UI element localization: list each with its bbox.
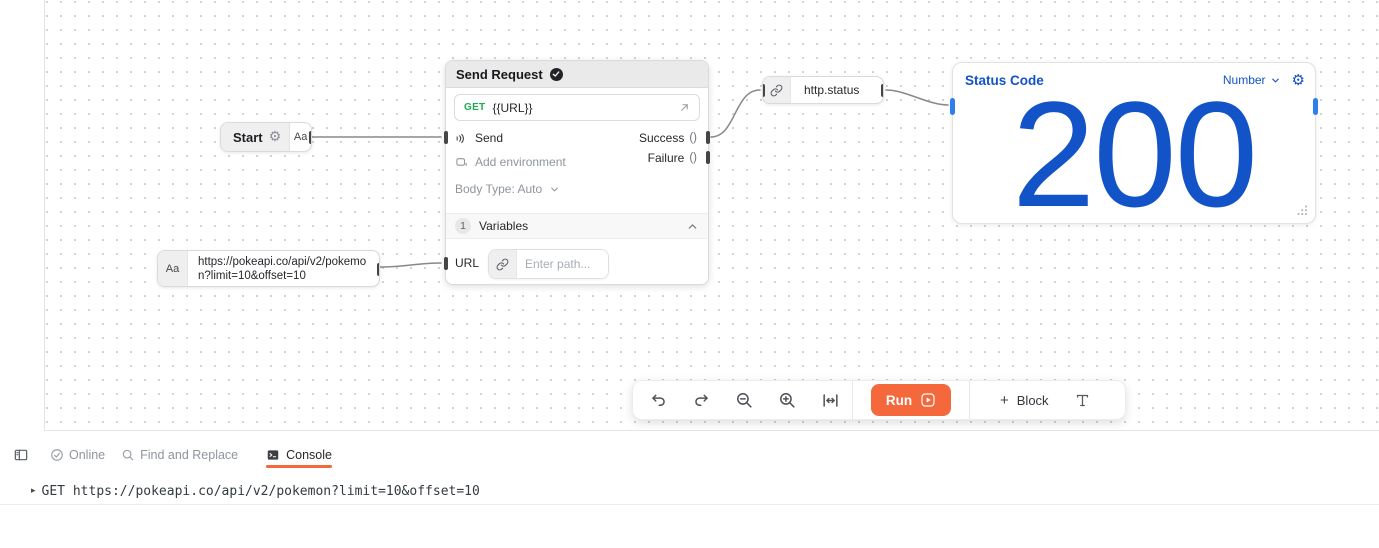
url-template-value[interactable]: {{URL}} <box>492 100 533 115</box>
success-label: Success <box>638 131 685 145</box>
send-request-title: Send Request <box>456 66 543 82</box>
http-status-output-port[interactable] <box>881 84 883 97</box>
gear-icon[interactable]: ⚙︎ <box>268 129 282 145</box>
add-environment-button[interactable]: Add environment <box>455 155 566 169</box>
search-icon <box>122 449 134 460</box>
online-label: Online <box>69 447 106 462</box>
body-type-dropdown[interactable]: Body Type: Auto <box>455 182 560 196</box>
send-request-header[interactable]: Send Request <box>446 61 708 88</box>
failure-label: Failure <box>647 151 685 165</box>
start-node-header: Start ⚙︎ <box>221 123 291 151</box>
failure-type: () <box>689 152 697 164</box>
text-tool-icon <box>1076 394 1089 406</box>
zoom-in-icon <box>780 392 795 408</box>
find-and-replace-label: Find and Replace <box>140 447 239 462</box>
body-type-label: Body Type: Auto <box>455 182 543 196</box>
zoom-in-button[interactable] <box>766 381 809 419</box>
console-tab-label: Console <box>286 447 332 462</box>
url-field-label: URL <box>455 256 480 270</box>
variables-count-badge: 1 <box>455 218 471 234</box>
start-node[interactable]: Start ⚙︎ Aa <box>220 122 312 152</box>
plus-icon: + <box>1000 391 1009 409</box>
run-button[interactable]: Run <box>871 384 951 416</box>
status-code-title: Status Code <box>965 72 1044 88</box>
canvas-toolbar: Run + Block <box>632 380 1126 420</box>
status-code-input-port[interactable] <box>950 98 955 115</box>
play-icon <box>921 393 935 407</box>
number-type-dropdown[interactable]: Number <box>1223 73 1281 87</box>
number-type-label: Number <box>1222 73 1266 87</box>
redo-button[interactable] <box>680 381 723 419</box>
failure-output-row[interactable]: Failure () <box>648 151 697 165</box>
status-code-node[interactable]: Status Code Number ⚙︎ 200 <box>950 62 1318 238</box>
url-variable-node[interactable]: Aa https://pokeapi.co/api/v2/pokemon?lim… <box>157 250 380 287</box>
fit-width-icon <box>823 393 838 407</box>
url-variable-row: URL <box>446 239 708 284</box>
variables-label: Variables <box>479 219 529 233</box>
run-button-label: Run <box>885 392 913 408</box>
add-block-button[interactable]: + Block <box>1000 392 1049 409</box>
http-status-node[interactable]: http.status <box>762 76 884 104</box>
success-output-row[interactable]: Success () <box>639 131 697 145</box>
url-node-type-badge: Aa <box>158 251 188 286</box>
expand-entry-icon[interactable]: ▸ <box>31 486 36 496</box>
http-status-label: http.status <box>804 83 860 97</box>
find-and-replace-button[interactable]: Find and Replace <box>121 448 238 462</box>
environment-icon <box>456 157 467 166</box>
console-icon <box>267 449 279 460</box>
console-log-entry[interactable]: ▸ GET https://pokeapi.co/api/v2/pokemon?… <box>0 478 1379 505</box>
send-request-node[interactable]: Send Request GET {{URL}} Send Success ()… <box>444 60 710 285</box>
start-output-port[interactable] <box>309 131 311 144</box>
sidebar-panel-icon <box>14 449 28 460</box>
success-type: () <box>689 132 697 144</box>
chevron-down-icon <box>551 187 558 191</box>
link-icon[interactable] <box>489 250 517 278</box>
undo-icon <box>652 394 665 406</box>
url-input-port[interactable] <box>444 257 448 270</box>
send-input-row[interactable]: Send <box>455 131 503 145</box>
link-icon <box>763 77 791 103</box>
start-node-label: Start <box>233 129 263 145</box>
request-url-field[interactable]: GET {{URL}} <box>454 94 700 121</box>
send-icon <box>456 133 464 143</box>
text-tool-button[interactable] <box>1063 381 1103 419</box>
send-input-port[interactable] <box>444 131 448 144</box>
send-label: Send <box>475 131 504 145</box>
http-method-label: GET <box>464 102 486 113</box>
failure-output-port[interactable] <box>706 151 710 164</box>
online-status[interactable]: Online <box>50 448 105 462</box>
undo-button[interactable] <box>637 381 680 419</box>
url-path-input-group[interactable] <box>488 249 609 279</box>
zoom-out-icon <box>737 392 752 408</box>
toggle-sidebar-button[interactable] <box>8 447 34 463</box>
chevron-down-icon <box>1271 78 1279 82</box>
zoom-out-button[interactable] <box>723 381 766 419</box>
variables-section-header[interactable]: 1 Variables <box>446 213 708 239</box>
gear-icon[interactable]: ⚙︎ <box>1291 70 1305 89</box>
toolbar-divider <box>969 381 970 419</box>
start-node-type-badge: Aa <box>293 131 308 143</box>
toolbar-divider <box>852 381 853 419</box>
redo-icon <box>695 394 708 406</box>
status-code-value: 200 <box>1011 70 1258 238</box>
http-status-input-port[interactable] <box>763 84 765 97</box>
status-bar: Online Find and Replace Console <box>0 431 1379 478</box>
add-environment-label: Add environment <box>475 155 566 169</box>
status-code-header: Status Code Number ⚙︎ <box>965 71 1305 89</box>
chevron-up-icon[interactable] <box>686 220 699 233</box>
success-output-port[interactable] <box>706 131 710 144</box>
check-circle-icon <box>51 448 63 461</box>
console-entry-text: GET https://pokeapi.co/api/v2/pokemon?li… <box>41 483 480 499</box>
status-code-output-port[interactable] <box>1313 98 1318 115</box>
add-block-label: Block <box>1016 392 1049 408</box>
fit-view-button[interactable] <box>809 381 852 419</box>
open-external-icon[interactable] <box>679 102 690 113</box>
resize-grip-icon[interactable] <box>1297 205 1308 216</box>
url-node-value[interactable]: https://pokeapi.co/api/v2/pokemon?limit=… <box>198 256 367 282</box>
verified-check-icon <box>549 67 563 81</box>
tab-console[interactable]: Console <box>266 434 332 476</box>
url-path-input[interactable] <box>517 250 608 278</box>
active-tab-indicator <box>266 464 332 468</box>
url-output-port[interactable] <box>377 263 379 276</box>
